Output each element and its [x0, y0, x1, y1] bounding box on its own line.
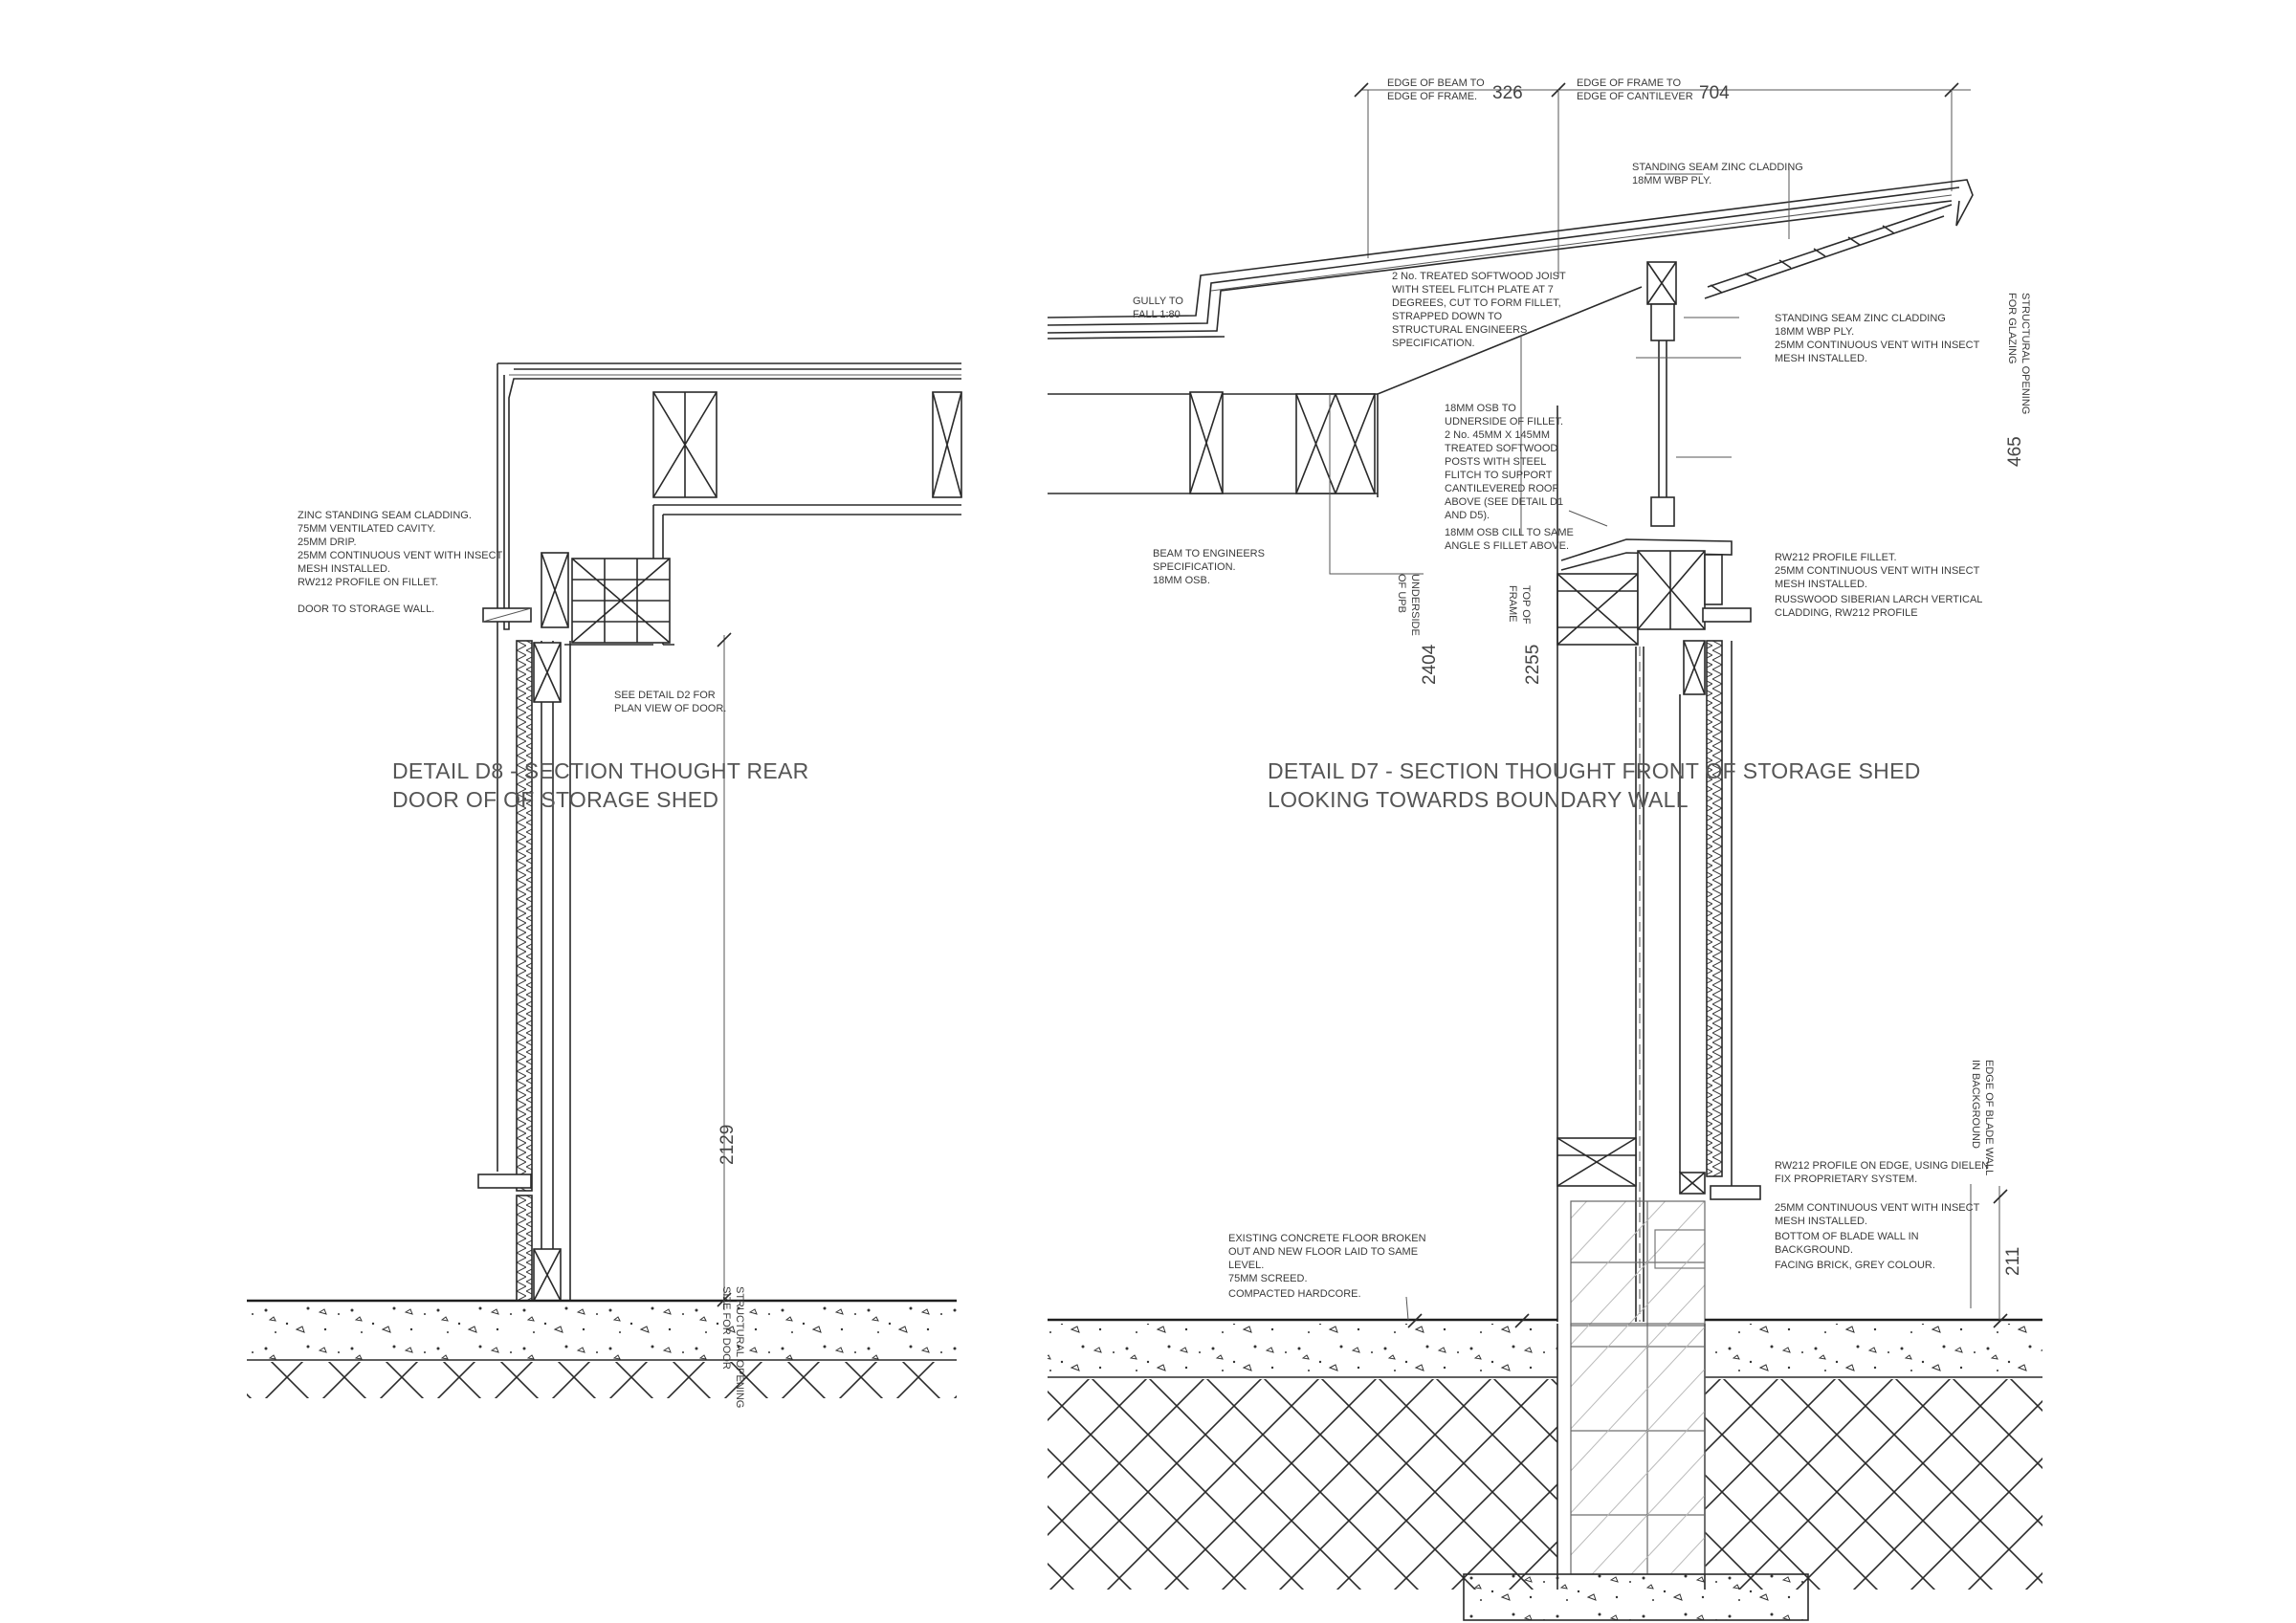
svg-text:2 No. 45MM X 145MM: 2 No. 45MM X 145MM	[1445, 429, 1550, 441]
d7-dim-465: 465	[2005, 436, 2025, 467]
svg-text:PLAN VIEW OF DOOR.: PLAN VIEW OF DOOR.	[614, 703, 726, 714]
svg-text:POSTS WITH STEEL: POSTS WITH STEEL	[1445, 456, 1546, 468]
svg-text:MESH INSTALLED.: MESH INSTALLED.	[1775, 353, 1867, 364]
d7-soffit-note: STANDING SEAM ZINC CLADDING 18MM WBP PLY…	[1775, 313, 1980, 364]
d7-dim-label-1b: EDGE OF FRAME.	[1387, 91, 1477, 102]
svg-text:RW212 PROFILE ON EDGE, USING D: RW212 PROFILE ON EDGE, USING DIELEN	[1775, 1160, 1989, 1172]
d7-underside-label-2: OF UPB	[1396, 574, 1407, 613]
svg-text:25MM CONTINUOUS VENT WITH INSE: 25MM CONTINUOUS VENT WITH INSECT	[1775, 340, 1980, 351]
d8-dim-opening: 2129	[718, 1125, 738, 1165]
svg-text:25MM CONTINUOUS VENT WITH INSE: 25MM CONTINUOUS VENT WITH INSECT	[1775, 1202, 1980, 1214]
svg-text:OUT AND NEW FLOOR LAID TO SAME: OUT AND NEW FLOOR LAID TO SAME	[1228, 1246, 1418, 1258]
d7-title-line2: LOOKING TOWARDS BOUNDARY WALL	[1268, 787, 1689, 812]
d7-glazing-label-1: STRUCTURAL OPENING	[2020, 293, 2031, 414]
d7-edge-profile-note: RW212 PROFILE ON EDGE, USING DIELEN FIX …	[1775, 1160, 1989, 1185]
d7-blade-label-1: EDGE OF BLADE WALL	[1983, 1060, 1995, 1175]
svg-text:BOTTOM OF BLADE WALL IN: BOTTOM OF BLADE WALL IN	[1775, 1231, 1919, 1242]
svg-text:ZINC STANDING SEAM CLADDING.: ZINC STANDING SEAM CLADDING.	[298, 510, 472, 521]
d8-head-timber	[541, 552, 671, 644]
svg-text:DOOR TO STORAGE WALL.: DOOR TO STORAGE WALL.	[298, 603, 434, 615]
svg-text:STRAPPED DOWN TO: STRAPPED DOWN TO	[1392, 311, 1503, 322]
svg-text:18MM OSB TO: 18MM OSB TO	[1445, 403, 1516, 414]
svg-text:FACING BRICK, GREY COLOUR.: FACING BRICK, GREY COLOUR.	[1775, 1260, 1935, 1271]
d7-beam-note: BEAM TO ENGINEERS SPECIFICATION. 18MM OS…	[1153, 548, 1265, 586]
svg-text:75MM SCREED.: 75MM SCREED.	[1228, 1273, 1308, 1284]
d8-dim-opening-label-2: SIZE FOR DOOR	[720, 1286, 732, 1370]
d7-sill-timber	[1556, 550, 1723, 646]
d7-floor-note: EXISTING CONCRETE FLOOR BROKEN OUT AND N…	[1228, 1233, 1426, 1300]
d7-dim-2255: 2255	[1523, 645, 1543, 685]
svg-text:STANDING SEAM ZINC CLADDING: STANDING SEAM ZINC CLADDING	[1632, 162, 1803, 173]
detail-d8: 2129 STRUCTURAL OPENING SIZE FOR DOOR ZI…	[247, 362, 962, 1408]
svg-text:EXISTING CONCRETE FLOOR BROKEN: EXISTING CONCRETE FLOOR BROKEN	[1228, 1233, 1426, 1244]
d7-dim-label-2b: EDGE OF CANTILEVER	[1577, 91, 1693, 102]
d7-dim-2404: 2404	[1420, 644, 1440, 685]
svg-text:CLADDING, RW212 PROFILE: CLADDING, RW212 PROFILE	[1775, 607, 1918, 619]
d8-dim-opening-label-1: STRUCTURAL OPENING	[734, 1286, 745, 1408]
d7-dim-704: 704	[1699, 83, 1730, 103]
d7-title-line1: DETAIL D7 - SECTION THOUGHT FRONT OF STO…	[1268, 758, 1921, 783]
d8-see-detail-note: SEE DETAIL D2 FOR PLAN VIEW OF DOOR.	[614, 690, 726, 714]
svg-text:RW212 PROFILE FILLET.: RW212 PROFILE FILLET.	[1775, 552, 1897, 563]
svg-text:LEVEL.: LEVEL.	[1228, 1260, 1264, 1271]
svg-text:MESH INSTALLED.: MESH INSTALLED.	[1775, 1216, 1867, 1227]
d7-blade-bottom-note: 25MM CONTINUOUS VENT WITH INSECT MESH IN…	[1775, 1202, 1980, 1271]
svg-text:SEE DETAIL D2 FOR: SEE DETAIL D2 FOR	[614, 690, 716, 701]
svg-text:ANGLE S FILLET ABOVE.: ANGLE S FILLET ABOVE.	[1445, 540, 1569, 552]
svg-text:RW212 PROFILE ON FILLET.: RW212 PROFILE ON FILLET.	[298, 577, 438, 588]
d7-dim-326: 326	[1492, 83, 1523, 103]
svg-text:CANTILEVERED ROOF: CANTILEVERED ROOF	[1445, 483, 1558, 494]
d7-glazing-label-2: FOR GLAZING	[2006, 293, 2018, 364]
svg-text:25MM CONTINUOUS VENT WITH INSE: 25MM CONTINUOUS VENT WITH INSECT	[298, 550, 503, 561]
svg-text:SPECIFICATION.: SPECIFICATION.	[1392, 338, 1475, 349]
svg-text:WITH STEEL FLITCH PLATE AT 7: WITH STEEL FLITCH PLATE AT 7	[1392, 284, 1554, 296]
d7-osb-note: 18MM OSB TO UDNERSIDE OF FILLET. 2 No. 4…	[1445, 403, 1574, 552]
d7-underside-label-1: UNDERSIDE	[1409, 574, 1421, 636]
svg-text:RUSSWOOD SIBERIAN LARCH VERTIC: RUSSWOOD SIBERIAN LARCH VERTICAL	[1775, 594, 1982, 605]
d8-title-line1: DETAIL D8 - SECTION THOUGHT REAR	[392, 758, 809, 783]
svg-text:STANDING SEAM ZINC CLADDING: STANDING SEAM ZINC CLADDING	[1775, 313, 1946, 324]
d7-dim-211: 211	[2003, 1247, 2023, 1276]
d7-dim-label-1a: EDGE OF BEAM TO	[1387, 77, 1485, 89]
svg-text:18MM WBP PLY.: 18MM WBP PLY.	[1775, 326, 1854, 338]
svg-text:MESH INSTALLED.: MESH INSTALLED.	[1775, 579, 1867, 590]
d7-joists	[1189, 391, 1376, 494]
d7-gully-note: GULLY TO FALL 1:80	[1133, 296, 1183, 320]
d8-title-line2: DOOR OF OF STORAGE SHED	[392, 787, 718, 812]
svg-text:25MM DRIP.: 25MM DRIP.	[298, 537, 357, 548]
svg-text:FLITCH TO SUPPORT: FLITCH TO SUPPORT	[1445, 470, 1553, 481]
svg-text:STRUCTURAL ENGINEERS: STRUCTURAL ENGINEERS	[1392, 324, 1527, 336]
svg-text:FALL 1:80: FALL 1:80	[1133, 309, 1181, 320]
d7-blade-label-2: IN BACKGROUND	[1970, 1060, 1981, 1149]
svg-text:75MM VENTILATED CAVITY.: 75MM VENTILATED CAVITY.	[298, 523, 435, 535]
svg-text:SPECIFICATION.: SPECIFICATION.	[1153, 561, 1236, 573]
d7-joist-note: 2 No. TREATED SOFTWOOD JOIST WITH STEEL …	[1392, 271, 1566, 349]
detail-d7: EDGE OF BEAM TO EDGE OF FRAME. 326 EDGE …	[1047, 77, 2042, 1621]
svg-text:DEGREES, CUT TO FORM FILLET,: DEGREES, CUT TO FORM FILLET,	[1392, 297, 1561, 309]
svg-text:BEAM TO ENGINEERS: BEAM TO ENGINEERS	[1153, 548, 1265, 559]
svg-text:GULLY TO: GULLY TO	[1133, 296, 1183, 307]
svg-text:FIX PROPRIETARY SYSTEM.: FIX PROPRIETARY SYSTEM.	[1775, 1173, 1917, 1185]
svg-text:UDNERSIDE OF FILLET.: UDNERSIDE OF FILLET.	[1445, 416, 1563, 428]
d7-dim-label-2a: EDGE OF FRAME TO	[1577, 77, 1681, 89]
svg-text:AND D5).: AND D5).	[1445, 510, 1490, 521]
svg-text:18MM OSB.: 18MM OSB.	[1153, 575, 1210, 586]
svg-text:BACKGROUND.: BACKGROUND.	[1775, 1244, 1853, 1256]
svg-text:2 No. TREATED SOFTWOOD JOIST: 2 No. TREATED SOFTWOOD JOIST	[1392, 271, 1566, 282]
d7-top-frame-label-2: FRAME	[1507, 585, 1518, 623]
svg-text:COMPACTED HARDCORE.: COMPACTED HARDCORE.	[1228, 1288, 1361, 1300]
svg-text:ABOVE (SEE DETAIL D1: ABOVE (SEE DETAIL D1	[1445, 496, 1563, 508]
d8-cladding-note: ZINC STANDING SEAM CLADDING. 75MM VENTIL…	[298, 510, 503, 615]
d7-top-frame-label-1: TOP OF	[1520, 585, 1532, 625]
svg-text:25MM CONTINUOUS VENT WITH INSE: 25MM CONTINUOUS VENT WITH INSECT	[1775, 565, 1980, 577]
svg-text:MESH INSTALLED.: MESH INSTALLED.	[298, 563, 390, 575]
svg-text:18MM WBP PLY.: 18MM WBP PLY.	[1632, 175, 1711, 186]
svg-text:TREATED SOFTWOOD: TREATED SOFTWOOD	[1445, 443, 1557, 454]
d7-roof-top-note: STANDING SEAM ZINC CLADDING 18MM WBP PLY…	[1632, 162, 1803, 186]
d7-fillet-note: RW212 PROFILE FILLET. 25MM CONTINUOUS VE…	[1775, 552, 1982, 619]
svg-text:18MM OSB CILL TO SAME: 18MM OSB CILL TO SAME	[1445, 527, 1574, 538]
d8-joist	[652, 391, 962, 498]
